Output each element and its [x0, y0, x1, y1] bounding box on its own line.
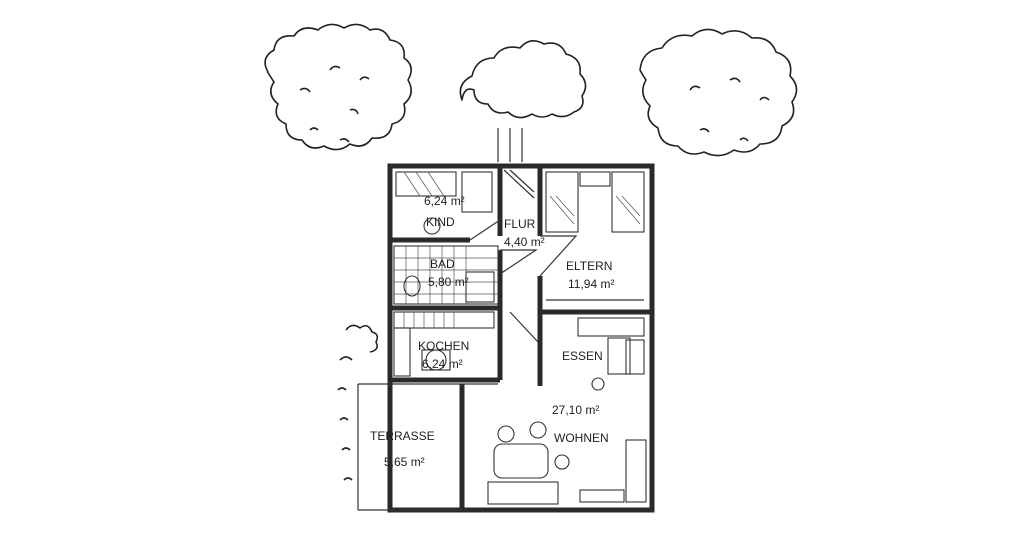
house-walls [387, 163, 655, 513]
room-label-flur: FLUR 4,40 m² [504, 217, 545, 249]
door-swings [462, 169, 578, 385]
terrace-outline [357, 383, 462, 511]
room-area: 11,94 m² [568, 277, 614, 291]
room-area: 27,10 m² [552, 403, 599, 417]
room-area: 4,40 m² [504, 235, 545, 249]
room-area: 6,24 m² [422, 357, 463, 371]
room-name: ELTERN [566, 259, 612, 273]
furniture-kind [395, 171, 493, 235]
tree-middle-icon [459, 40, 587, 162]
room-area: 6,24 m² [424, 194, 465, 208]
room-label-wohnen: 27,10 m² WOHNEN [552, 403, 609, 445]
room-label-bad: BAD 5,80 m² [428, 257, 469, 289]
room-label-eltern: ELTERN 11,94 m² [566, 259, 614, 291]
room-name: WOHNEN [554, 431, 609, 445]
room-name: TERRASSE [370, 429, 435, 443]
room-area: 5,65 m² [384, 455, 425, 469]
room-name: KIND [426, 215, 455, 229]
tree-right-icon [639, 28, 798, 157]
furniture-kochen [393, 311, 495, 377]
room-label-terrasse: TERRASSE 5,65 m² [370, 429, 435, 469]
tree-left-icon [264, 23, 412, 151]
room-label-kind: 6,24 m² KIND [424, 194, 465, 229]
furniture-bad [393, 245, 499, 305]
room-name: KOCHEN [418, 339, 469, 353]
room-name: FLUR [504, 217, 536, 231]
furniture-essen [577, 317, 645, 391]
room-name: ESSEN [562, 349, 603, 363]
room-label-essen: ESSEN [562, 349, 603, 363]
room-label-kochen: KOCHEN 6,24 m² [418, 339, 469, 371]
room-name: BAD [430, 257, 455, 271]
room-area: 5,80 m² [428, 275, 469, 289]
shrub-left-icon [337, 324, 379, 481]
furniture-eltern [545, 171, 645, 301]
furniture-wohnen [487, 421, 647, 505]
